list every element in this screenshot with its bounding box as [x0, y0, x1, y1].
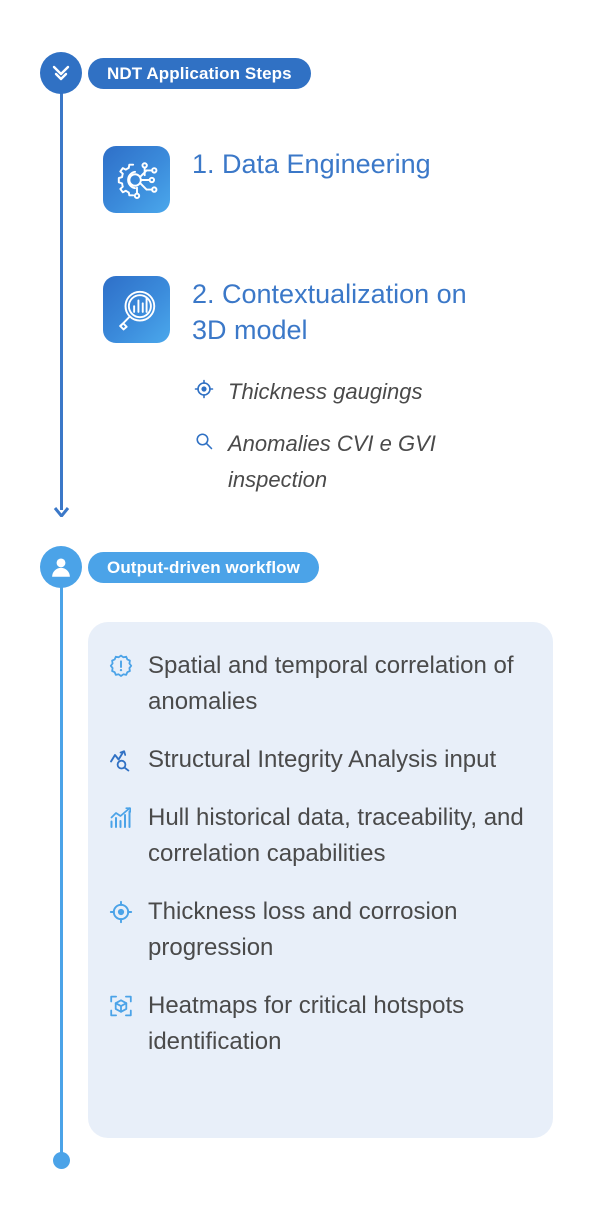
gear-alert-icon	[108, 651, 134, 681]
timeline-arrow-icon	[53, 498, 70, 517]
step-1-tile	[103, 146, 170, 213]
search-icon	[193, 428, 215, 454]
output-list-item: Heatmaps for critical hotspots identific…	[108, 988, 529, 1060]
step-data-engineering[interactable]: 1. Data Engineering	[103, 146, 431, 213]
target-crosshair-icon	[193, 376, 215, 402]
ndt-sub-list: Thickness gaugings Anomalies CVI e GVI i…	[193, 374, 528, 514]
output-workflow-card: Spatial and temporal correlation of anom…	[88, 622, 553, 1138]
step-contextualization[interactable]: 2. Contextualization on 3D model	[103, 276, 492, 348]
timeline-rail-ndt	[60, 86, 63, 510]
step-2-tile	[103, 276, 170, 343]
output-list-item: Thickness loss and corrosion progression	[108, 894, 529, 966]
output-list-item: Structural Integrity Analysis input	[108, 742, 529, 778]
timeline-end-dot	[53, 1152, 70, 1169]
step-1-title: 1. Data Engineering	[192, 149, 431, 179]
gear-circuit-icon	[117, 161, 157, 199]
sub-list-item: Anomalies CVI e GVI inspection	[193, 426, 528, 498]
node-ndt	[40, 52, 82, 94]
output-list-item-label: Spatial and temporal correlation of anom…	[148, 652, 514, 715]
line-chart-search-icon	[108, 745, 134, 775]
badge-output-driven-workflow: Output-driven workflow	[88, 552, 319, 583]
step-2-title: 2. Contextualization on 3D model	[192, 279, 467, 345]
person-icon	[52, 558, 70, 577]
node-output	[40, 546, 82, 588]
output-list-item: Spatial and temporal correlation of anom…	[108, 648, 529, 720]
sub-list-item-label: Thickness gaugings	[228, 379, 423, 404]
magnifier-bar-chart-icon	[118, 290, 155, 330]
output-list-item-label: Thickness loss and corrosion progression	[148, 898, 458, 961]
target-crosshair-icon	[108, 897, 134, 927]
timeline-rail-output	[60, 582, 63, 1162]
badge-output-label: Output-driven workflow	[107, 557, 300, 577]
sub-list-item: Thickness gaugings	[193, 374, 528, 410]
badge-ndt-application-steps: NDT Application Steps	[88, 58, 311, 89]
output-list-item-label: Heatmaps for critical hotspots identific…	[148, 992, 465, 1055]
badge-ndt-label: NDT Application Steps	[107, 63, 292, 83]
cube-scan-icon	[108, 991, 134, 1021]
output-list-item-label: Structural Integrity Analysis input	[148, 746, 497, 773]
sub-list-item-label: Anomalies CVI e GVI inspection	[228, 431, 436, 492]
bar-chart-trend-icon	[108, 803, 134, 833]
output-list-item: Hull historical data, traceability, and …	[108, 800, 529, 872]
double-chevron-down-icon	[52, 65, 70, 81]
output-list-item-label: Hull historical data, traceability, and …	[148, 804, 524, 867]
